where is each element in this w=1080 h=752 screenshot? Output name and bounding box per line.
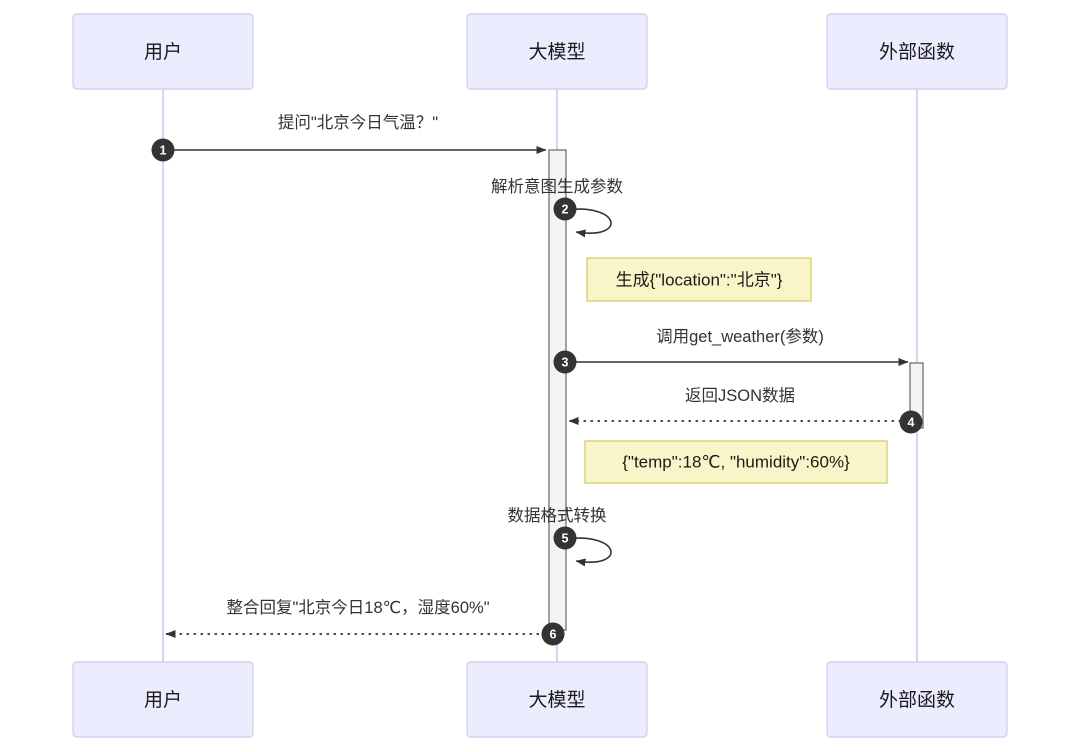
activation-bar-llm xyxy=(548,149,567,631)
seqnum-text-2: 2 xyxy=(562,203,569,217)
message-2[interactable]: 解析意图生成参数 2 xyxy=(491,177,624,238)
message-5-self-loop[interactable] xyxy=(565,537,612,567)
actor-label-user-top: 用户 xyxy=(144,41,182,63)
message-1-label: 提问"北京今日气温？" xyxy=(278,113,438,132)
message-4-seqnum: 4 xyxy=(899,410,923,434)
seqnum-circle-4 xyxy=(899,410,923,434)
message-4-label: 返回JSON数据 xyxy=(685,386,795,405)
seqnum-text-4: 4 xyxy=(908,416,915,430)
message-5[interactable]: 数据格式转换 5 xyxy=(508,506,612,567)
note-weather-box xyxy=(584,440,888,484)
message-2-label: 解析意图生成参数 xyxy=(491,177,624,196)
actor-label-func-bottom: 外部函数 xyxy=(879,689,955,711)
seqnum-text-6: 6 xyxy=(550,628,557,642)
message-3-seqnum: 3 xyxy=(553,350,577,374)
note-weather-text: {"temp":18℃, "humidity":60%} xyxy=(622,452,850,471)
seqnum-text-3: 3 xyxy=(562,356,569,370)
actor-label-llm-top: 大模型 xyxy=(528,41,585,63)
message-6-seqnum: 6 xyxy=(541,622,565,646)
actor-header-func[interactable]: 外部函数 xyxy=(826,13,1008,90)
note-location: 生成{"location":"北京"} xyxy=(586,257,812,302)
actor-header-user[interactable]: 用户 xyxy=(72,13,254,90)
actor-box-llm-bottom[interactable] xyxy=(466,661,648,738)
seqnum-circle-5 xyxy=(553,526,577,550)
message-6-label: 整合回复"北京今日18℃，湿度60%" xyxy=(226,598,489,617)
actor-label-llm-bottom: 大模型 xyxy=(528,689,585,711)
seqnum-text-5: 5 xyxy=(562,532,569,546)
seqnum-text-1: 1 xyxy=(160,144,167,158)
message-2-seqnum: 2 xyxy=(553,197,577,221)
actor-box-func-bottom[interactable] xyxy=(826,661,1008,738)
message-3-label: 调用get_weather(参数) xyxy=(656,327,824,346)
message-3[interactable]: 调用get_weather(参数) 3 xyxy=(553,327,909,374)
seqnum-circle-2 xyxy=(553,197,577,221)
message-2-self-loop[interactable] xyxy=(565,208,612,238)
message-5-seqnum: 5 xyxy=(553,526,577,550)
seqnum-circle-6 xyxy=(541,622,565,646)
message-1-seqnum: 1 xyxy=(151,138,175,162)
actor-box-llm-top[interactable] xyxy=(466,13,648,90)
actor-box-func-top[interactable] xyxy=(826,13,1008,90)
actor-label-func-top: 外部函数 xyxy=(879,41,955,63)
note-location-box xyxy=(586,257,812,302)
message-4[interactable]: 返回JSON数据 4 xyxy=(568,386,923,434)
note-location-text: 生成{"location":"北京"} xyxy=(616,270,783,289)
seqnum-circle-3 xyxy=(553,350,577,374)
actor-label-user-bottom: 用户 xyxy=(144,689,182,711)
message-5-label: 数据格式转换 xyxy=(508,506,607,525)
seqnum-circle-1 xyxy=(151,138,175,162)
lifelines xyxy=(162,89,918,662)
actor-box-user-top[interactable] xyxy=(72,13,254,90)
actor-header-llm[interactable]: 大模型 xyxy=(466,13,648,90)
message-6[interactable]: 整合回复"北京今日18℃，湿度60%" 6 xyxy=(165,598,565,646)
actor-footer-func[interactable]: 外部函数 xyxy=(826,661,1008,738)
actor-box-user-bottom[interactable] xyxy=(72,661,254,738)
note-weather: {"temp":18℃, "humidity":60%} xyxy=(584,440,888,484)
message-1[interactable]: 提问"北京今日气温？" 1 xyxy=(151,113,547,162)
actor-footer-llm[interactable]: 大模型 xyxy=(466,661,648,738)
actor-footer-user[interactable]: 用户 xyxy=(72,661,254,738)
